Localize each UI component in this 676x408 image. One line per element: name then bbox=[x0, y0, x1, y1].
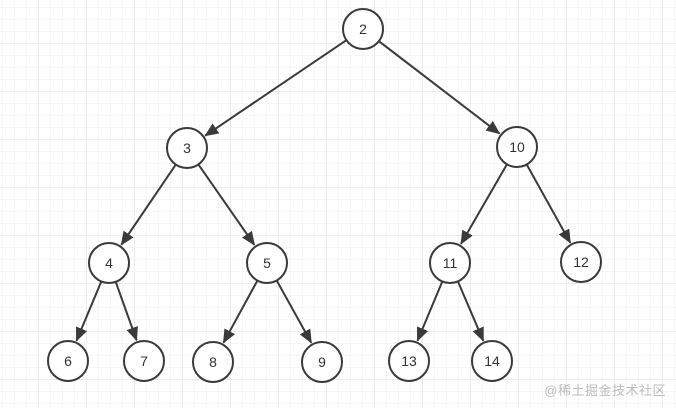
node-circle[interactable] bbox=[47, 340, 89, 382]
edge-2-3 bbox=[204, 39, 347, 137]
node-value-label: 12 bbox=[573, 254, 589, 270]
tree-node-3[interactable]: 3 bbox=[166, 127, 208, 169]
edge-5-9 bbox=[275, 280, 313, 344]
tree-node-5[interactable]: 5 bbox=[246, 242, 288, 284]
node-value-label: 6 bbox=[64, 353, 72, 369]
node-circle[interactable] bbox=[342, 8, 384, 50]
edge-2-10 bbox=[378, 40, 501, 135]
edge-4-7 bbox=[114, 281, 138, 342]
node-value-label: 3 bbox=[183, 140, 191, 156]
node-value-label: 9 bbox=[318, 354, 326, 370]
tree-node-8[interactable]: 8 bbox=[192, 341, 234, 383]
tree-node-11[interactable]: 11 bbox=[429, 242, 471, 284]
node-circle[interactable] bbox=[301, 341, 343, 383]
edge-3-5 bbox=[197, 163, 256, 246]
tree-node-13[interactable]: 13 bbox=[388, 340, 430, 382]
node-circle[interactable] bbox=[560, 241, 602, 283]
node-circle[interactable] bbox=[496, 126, 538, 168]
node-value-label: 5 bbox=[263, 255, 271, 271]
node-value-label: 2 bbox=[359, 21, 367, 37]
edge-10-12 bbox=[525, 164, 572, 244]
tree-node-10[interactable]: 10 bbox=[496, 126, 538, 168]
node-circle[interactable] bbox=[388, 340, 430, 382]
tree-node-14[interactable]: 14 bbox=[471, 340, 513, 382]
edge-11-14 bbox=[456, 281, 485, 342]
node-circle[interactable] bbox=[123, 340, 165, 382]
node-value-label: 7 bbox=[140, 353, 148, 369]
node-circle[interactable] bbox=[166, 127, 208, 169]
node-value-label: 4 bbox=[105, 255, 113, 271]
edge-11-13 bbox=[416, 281, 444, 342]
tree-node-7[interactable]: 7 bbox=[123, 340, 165, 382]
node-circle[interactable] bbox=[246, 242, 288, 284]
tree-node-4[interactable]: 4 bbox=[88, 242, 130, 284]
edge-4-6 bbox=[75, 281, 103, 342]
node-circle[interactable] bbox=[429, 242, 471, 284]
edge-3-4 bbox=[120, 164, 177, 246]
node-value-label: 11 bbox=[443, 255, 458, 271]
node-value-label: 10 bbox=[509, 139, 525, 155]
node-circle[interactable] bbox=[471, 340, 513, 382]
tree-node-2[interactable]: 2 bbox=[342, 8, 384, 50]
tree-node-12[interactable]: 12 bbox=[560, 241, 602, 283]
node-circle[interactable] bbox=[88, 242, 130, 284]
tree-node-9[interactable]: 9 bbox=[301, 341, 343, 383]
edge-5-8 bbox=[222, 280, 259, 344]
tree-node-6[interactable]: 6 bbox=[47, 340, 89, 382]
node-circle[interactable] bbox=[192, 341, 234, 383]
node-value-label: 8 bbox=[209, 354, 217, 370]
node-value-label: 14 bbox=[484, 353, 500, 369]
node-value-label: 13 bbox=[401, 353, 417, 369]
edge-10-11 bbox=[460, 163, 508, 245]
